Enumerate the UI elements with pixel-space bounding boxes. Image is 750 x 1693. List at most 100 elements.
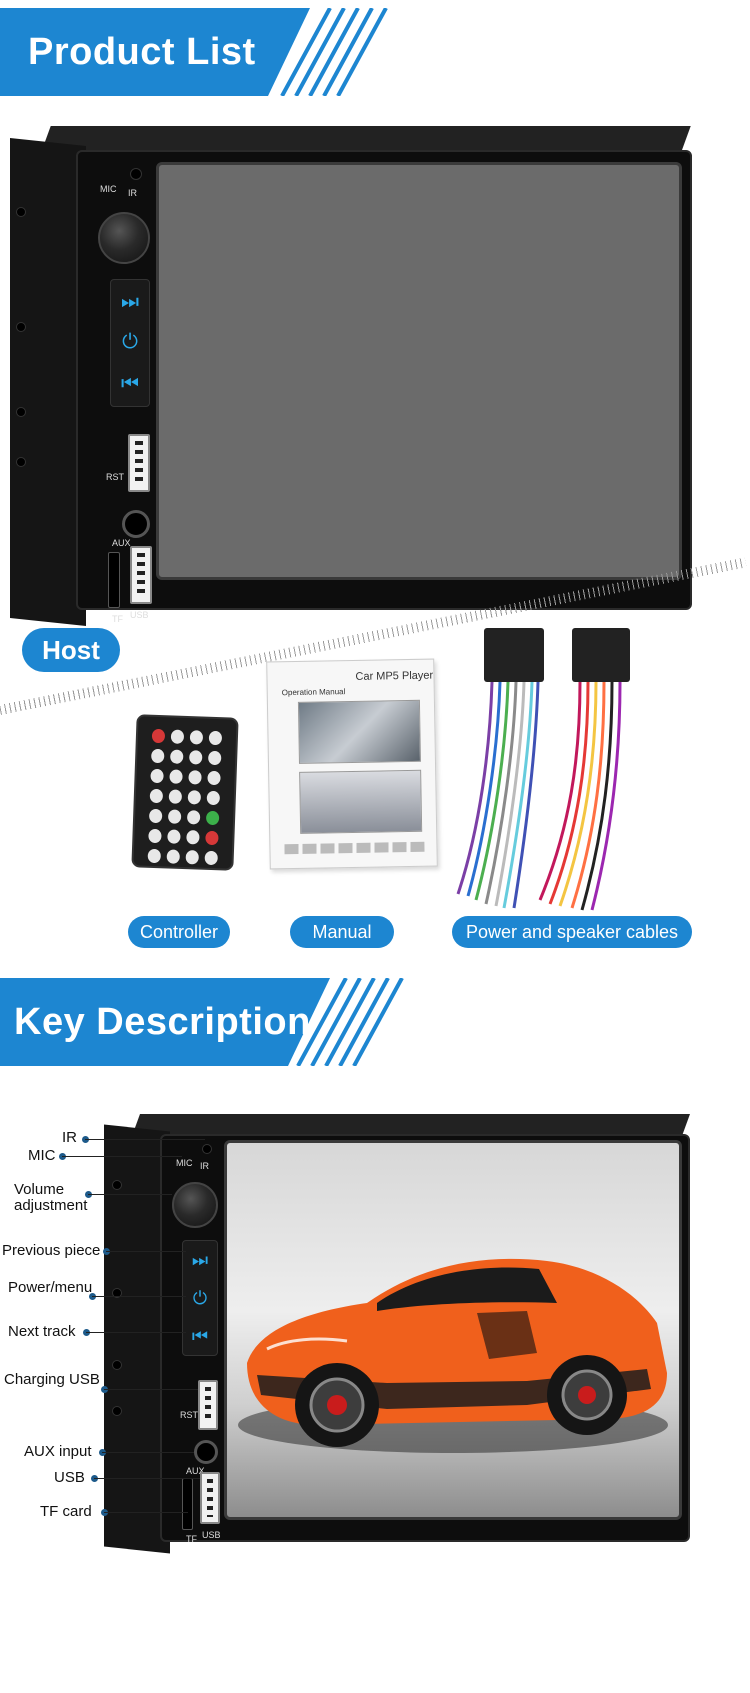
remote-key [189,730,204,745]
remote-key [188,750,203,765]
side-hole [16,322,26,332]
remote-key [147,848,162,864]
remote-key [186,830,200,845]
control-buttons: ⏭ ⏻ ⏮ [182,1240,218,1356]
banner-bar [0,978,330,1066]
side-hole [16,407,26,417]
tf-label: TF [186,1534,197,1544]
mic-label: MIC [100,184,117,194]
rst-label: RST [106,472,124,482]
remote-key [151,748,165,764]
manual-subtitle: Operation Manual [281,687,346,698]
callout-line [106,1251,186,1252]
remote-key [151,728,166,744]
remote-key [169,769,183,784]
aux-jack[interactable] [194,1440,218,1464]
aux-label: AUX [112,538,131,548]
ir-sensor [130,168,142,180]
aux-jack[interactable] [122,510,150,538]
callout-charging-usb: Charging USB [4,1371,100,1388]
usb-label: USB [130,610,149,620]
manual-image-car [299,769,423,834]
side-hole [112,1288,122,1298]
callout-line [104,1389,198,1390]
banner-stripes [296,978,404,1066]
skip-back-icon[interactable]: ⏮ [121,373,139,395]
head-unit-product: MIC IR ⏭ ⏻ ⏮ RST AUX TF USB [6,122,696,632]
power-icon[interactable]: ⏻ [122,331,138,353]
mic-label: MIC [176,1158,193,1168]
banner-bar [0,8,310,96]
usb-port[interactable] [200,1472,220,1524]
remote-key [207,770,221,786]
host-label: Host [22,628,120,672]
remote-key [205,830,219,846]
usb-port[interactable] [130,546,152,604]
product-list-banner: Product List [0,8,400,96]
tf-label: TF [112,614,123,624]
tf-card-slot[interactable] [182,1478,193,1530]
callout-next: Next track [8,1323,76,1340]
tf-card-slot[interactable] [108,552,120,608]
ir-label: IR [200,1161,209,1171]
remote-key [166,849,180,864]
rst-label: RST [180,1410,198,1420]
operation-manual: Car MP5 Player Operation Manual [266,658,438,870]
side-hole [16,207,26,217]
control-buttons: ⏭ ⏻ ⏮ [110,279,150,407]
unit-top [131,1114,691,1136]
skip-back-icon[interactable]: ⏮ [191,1326,209,1346]
callout-volume: Volume [14,1181,65,1198]
manual-icons-row [284,841,425,855]
remote-key [168,789,183,804]
remote-key [149,788,164,804]
remote-key [167,809,182,824]
callout-mic: MIC [28,1147,56,1164]
remote-key [188,770,202,785]
callout-line [62,1156,182,1157]
unit-top [41,126,691,152]
wire-harness [456,628,630,911]
remote-key [207,750,222,766]
remote-key [148,828,162,844]
callout-previous: Previous piece [2,1242,101,1259]
touch-screen[interactable] [224,1140,682,1520]
remote-key [208,730,223,746]
callout-line [85,1139,205,1140]
skip-forward-icon[interactable]: ⏭ [121,291,139,313]
section-title: Product List [28,31,256,73]
remote-key [186,810,201,825]
charging-usb-port[interactable] [128,434,150,492]
remote-key [150,768,164,784]
volume-knob[interactable] [172,1182,218,1228]
manual-image-map [297,699,421,764]
manual-label: Manual [290,916,394,948]
ir-sensor [202,1144,212,1154]
side-hole [112,1406,122,1416]
callout-aux: AUX input [24,1443,92,1460]
callout-line [102,1452,194,1453]
side-hole [112,1360,122,1370]
callout-line [86,1332,186,1333]
controller-label: Controller [128,916,230,948]
remote-key [185,850,199,865]
usb-label: USB [202,1530,221,1540]
remote-key [187,790,202,805]
touch-screen[interactable] [156,162,682,580]
power-icon[interactable]: ⏻ [192,1288,208,1308]
callout-line [104,1512,188,1513]
charging-usb-port[interactable] [198,1380,218,1430]
remote-key [170,749,184,764]
remote-controller [131,714,239,871]
callout-volume: adjustment [14,1197,88,1214]
callout-line [88,1194,172,1195]
remote-keypad [147,728,223,866]
cables-label: Power and speaker cables [452,916,692,948]
volume-knob[interactable] [98,212,150,264]
remote-key [167,829,181,844]
skip-forward-icon[interactable]: ⏭ [191,1250,209,1270]
side-hole [112,1180,122,1190]
callout-line [92,1296,186,1297]
remote-key [206,790,221,806]
callout-line [94,1478,200,1479]
